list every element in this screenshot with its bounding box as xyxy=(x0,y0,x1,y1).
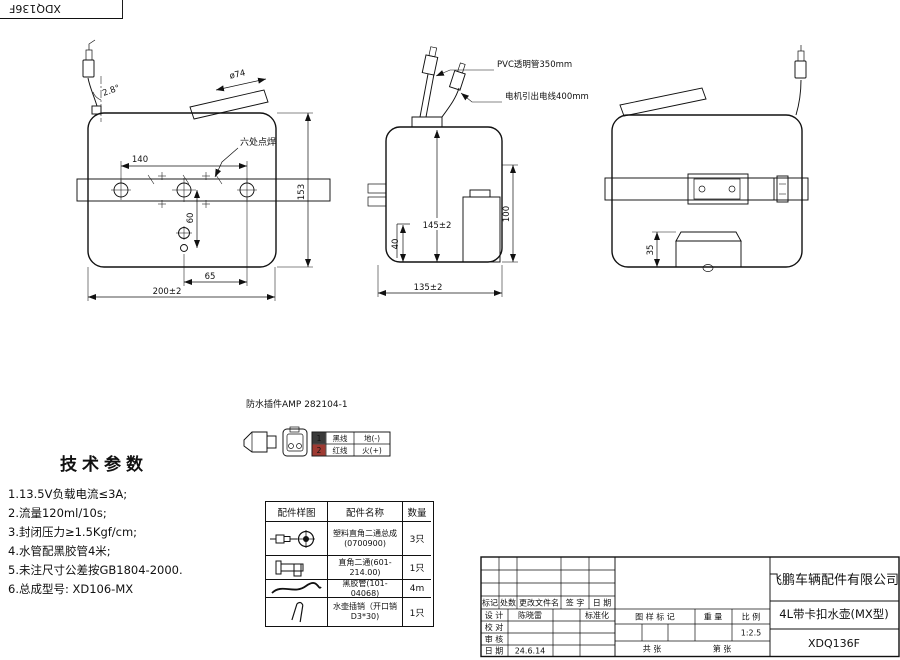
side-fitting-top xyxy=(367,183,387,194)
front-tank-body xyxy=(87,112,277,268)
tech-params-title: 技术参数 xyxy=(60,455,148,475)
corner-label-block: XDQ136F xyxy=(0,0,123,19)
side-fitting-bottom xyxy=(367,196,387,207)
outlet-box xyxy=(675,231,742,272)
connector-front-view xyxy=(282,426,308,457)
parts-table: 配件样图 配件名称 数量 塑料直角二通总成(0700900) 3只 直角二通(6… xyxy=(265,501,434,627)
side-tank-body xyxy=(385,126,503,263)
row-standardization: 标准化 xyxy=(585,610,609,620)
tech-param-4: 4.水管配黑胶管4米; xyxy=(8,544,111,558)
mounting-band xyxy=(76,178,331,202)
col-sign: 签 字 xyxy=(566,598,585,608)
sheet-number: 第 张 xyxy=(713,644,732,654)
stage-mark-label: 图 样 标 记 xyxy=(635,612,675,622)
dim-dia74: ø74 xyxy=(229,68,247,81)
pin2-polarity: 火(+) xyxy=(362,446,382,455)
front-view: 2.8° ø74 六处点焊 140 153 xyxy=(76,39,331,301)
weight-label: 重 量 xyxy=(704,612,723,622)
date-value: 24.6.14 xyxy=(515,647,546,656)
rear-cap xyxy=(619,87,707,117)
pin1-no: 1 xyxy=(317,434,322,443)
rear-mounting-band xyxy=(604,177,809,201)
dim-200: 200±2 xyxy=(153,287,182,297)
wire-connector xyxy=(448,69,466,91)
drawing-number: XDQ136F xyxy=(808,637,860,650)
row-design: 设 计 xyxy=(485,610,504,620)
part-name-3: 黑胶管(101-04068) xyxy=(328,580,403,598)
dim-145: 145±2 xyxy=(423,221,452,231)
part-name-1: 塑料直角二通总成(0700900) xyxy=(328,522,403,556)
parts-header-name: 配件名称 xyxy=(328,502,403,522)
connector-pin-table: 1 黑线 地(-) 2 红线 火(+) xyxy=(311,431,391,457)
scale-value: 1:2.5 xyxy=(741,629,762,638)
pin1-wire: 黑线 xyxy=(333,433,348,443)
tech-param-5: 5.未注尺寸公差按GB1804-2000. xyxy=(8,563,183,577)
pump xyxy=(462,196,501,263)
scale-label: 比 例 xyxy=(742,612,761,622)
tube-connector xyxy=(421,54,439,76)
label-motor-wire: 电机引出电线400mm xyxy=(505,91,589,102)
tech-param-2: 2.流量120ml/10s; xyxy=(8,506,107,520)
rear-tank-body xyxy=(611,114,803,268)
pin2-wire: 红线 xyxy=(333,445,348,455)
technical-parameters: 技术参数 1.13.5V负载电流≤3A; 2.流量120ml/10s; 3.封闭… xyxy=(8,450,252,599)
front-connector xyxy=(82,59,95,78)
pin1-polarity: 地(-) xyxy=(364,433,380,443)
parts-header-sample: 配件样图 xyxy=(266,502,328,522)
tech-param-3: 3.封闭压力≥1.5Kgf/cm; xyxy=(8,525,138,539)
product-name: 4L带卡扣水壶(MX型) xyxy=(779,607,889,621)
parts-header-qty: 数量 xyxy=(403,502,431,522)
part-qty-3: 4m xyxy=(403,580,431,598)
part-thumb-elbow-assembly xyxy=(266,522,328,556)
dim-153: 153 xyxy=(297,184,307,200)
dim-60: 60 xyxy=(186,213,196,224)
row-check: 校 对 xyxy=(485,622,504,632)
part-qty-4: 1只 xyxy=(409,608,425,619)
col-count: 处数 xyxy=(500,598,516,608)
tech-param-1: 1.13.5V负载电流≤3A; xyxy=(8,487,128,501)
front-cap xyxy=(189,89,269,120)
part-name-2: 直角二通(601-214.00) xyxy=(328,556,403,580)
title-block: 飞鹏车辆配件有限公司 4L带卡扣水壶(MX型) XDQ136F 标记 处数 更改… xyxy=(480,556,900,658)
side-view: PVC透明管350mm 电机引出电线400mm 145±2 100 40 135… xyxy=(367,46,589,297)
col-mark: 标记 xyxy=(482,598,498,608)
buckle-clasp xyxy=(687,173,789,205)
total-sheets: 共 张 xyxy=(643,645,662,654)
row-audit: 审 核 xyxy=(485,634,504,644)
part-name-4: 水壶插销（开口销D3*30) xyxy=(328,598,403,626)
col-change-doc: 更改文件名 xyxy=(519,598,559,608)
dim-135: 135±2 xyxy=(414,283,443,293)
corner-label: XDQ136F xyxy=(9,2,61,15)
pin2-chip xyxy=(312,444,326,456)
part-thumb-cotter-pin xyxy=(266,598,328,626)
part-thumb-elbow xyxy=(266,556,328,580)
weld-note: 六处点焊 xyxy=(240,136,276,148)
pin2-no: 2 xyxy=(317,446,322,455)
dim-65: 65 xyxy=(205,272,216,282)
front-wire xyxy=(87,77,98,107)
row-date: 日 期 xyxy=(485,647,504,656)
rear-wire xyxy=(795,79,802,116)
rear-view: 35 xyxy=(604,45,809,272)
dim-100: 100 xyxy=(502,206,512,222)
tech-param-6: 6.总成型号: XD106-MX xyxy=(8,582,134,596)
part-qty-1: 3只 xyxy=(403,522,431,556)
part-thumb-hose xyxy=(266,580,328,598)
label-pvc-tube: PVC透明管350mm xyxy=(497,59,572,70)
part-qty-2: 1只 xyxy=(403,556,431,580)
dim-140: 140 xyxy=(132,155,148,165)
connector-title: 防水插件AMP 282104-1 xyxy=(246,398,348,410)
company-name: 飞鹏车辆配件有限公司 xyxy=(769,572,899,588)
rear-connector xyxy=(794,60,807,79)
dim-40: 40 xyxy=(391,239,401,250)
connector-detail: 防水插件AMP 282104-1 1 黑线 地(-) 2 红线 火(+) xyxy=(243,398,391,457)
col-date: 日 期 xyxy=(593,599,612,608)
mounting-holes xyxy=(111,172,257,252)
connector-side-view xyxy=(243,431,277,453)
pin1-chip xyxy=(312,432,326,444)
dim-35: 35 xyxy=(646,245,656,256)
designer-name: 陈晓雷 xyxy=(518,610,542,620)
dim-angle: 2.8° xyxy=(101,83,121,98)
